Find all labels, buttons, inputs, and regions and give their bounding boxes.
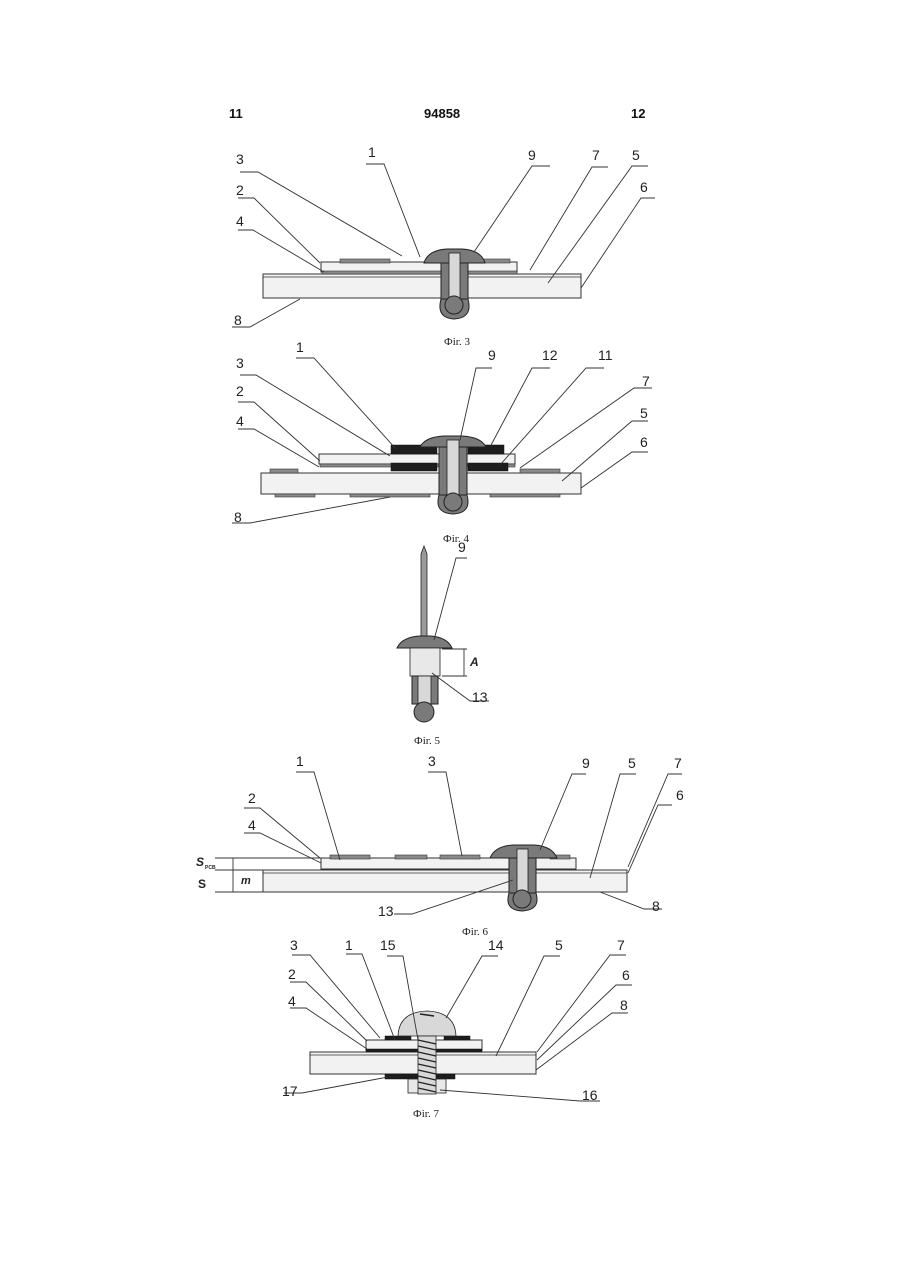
fig5-collar xyxy=(410,648,440,676)
fig7-label-3: 3 xyxy=(290,937,298,953)
fig4-label-8: 8 xyxy=(234,509,242,525)
fig6-label-s: S xyxy=(198,877,206,891)
fig6-label-4: 4 xyxy=(248,817,256,833)
fig3-pcb xyxy=(321,262,517,272)
fig3-label-5: 5 xyxy=(632,147,640,163)
fig7-label-2: 2 xyxy=(288,966,296,982)
fig5-caption: Фіг. 5 xyxy=(414,735,441,747)
fig7-washer-top-right xyxy=(444,1036,470,1040)
fig4-pcb xyxy=(319,454,515,464)
fig7-washer-top-left xyxy=(385,1036,411,1040)
fig6-label-pcb-subscript: PCB xyxy=(205,865,216,871)
fig4-insulator-bottom-right xyxy=(468,463,508,471)
fig7-label-4: 4 xyxy=(288,993,296,1009)
figure-3: 3 1 9 7 5 2 6 4 8 Фіг. 3 xyxy=(232,144,655,348)
fig5-label-A: A xyxy=(469,655,479,669)
fig3-label-9: 9 xyxy=(528,147,536,163)
fig7-label-17: 17 xyxy=(282,1083,298,1099)
fig6-label-8: 8 xyxy=(652,898,660,914)
fig3-caption: Фіг. 3 xyxy=(444,336,471,348)
figure-7: 3 1 15 14 5 7 2 6 4 8 17 16 Фіг. 7 xyxy=(282,937,632,1120)
fig7-label-6: 6 xyxy=(622,967,630,983)
fig4-label-9: 9 xyxy=(488,347,496,363)
fig6-label-5: 5 xyxy=(628,755,636,771)
fig4-label-11: 11 xyxy=(598,347,613,363)
fig5-label-9: 9 xyxy=(458,539,466,555)
fig6-label-m: m xyxy=(241,875,251,887)
fig6-label-6: 6 xyxy=(676,787,684,803)
fig6-pcb xyxy=(321,858,576,869)
figure-5: 9 A 13 Фіг. 5 xyxy=(397,539,489,747)
fig7-label-15: 15 xyxy=(380,937,396,953)
fig3-mandrel-ball xyxy=(445,296,463,314)
fig7-label-5: 5 xyxy=(555,937,563,953)
fig4-label-4: 4 xyxy=(236,413,244,429)
fig3-label-7: 7 xyxy=(592,147,600,163)
fig3-label-3: 3 xyxy=(236,151,244,167)
figure-4: 1 9 12 11 3 7 2 5 4 6 8 Фіг. 4 xyxy=(232,339,652,545)
fig7-label-1: 1 xyxy=(345,937,353,953)
fig6-label-9: 9 xyxy=(582,755,590,771)
fig7-label-16: 16 xyxy=(582,1087,598,1103)
fig6-label-13: 13 xyxy=(378,903,394,919)
fig7-caption: Фіг. 7 xyxy=(413,1108,440,1120)
fig4-label-5: 5 xyxy=(640,405,648,421)
fig7-label-7: 7 xyxy=(617,937,625,953)
fig3-label-2: 2 xyxy=(236,182,244,198)
fig3-label-1: 1 xyxy=(368,144,376,160)
fig3-label-4: 4 xyxy=(236,213,244,229)
fig3-label-6: 6 xyxy=(640,179,648,195)
fig7-label-8: 8 xyxy=(620,997,628,1013)
fig6-label-7: 7 xyxy=(674,755,682,771)
fig6-caption: Фіг. 6 xyxy=(462,926,489,938)
fig4-label-2: 2 xyxy=(236,383,244,399)
fig5-mandrel-ball xyxy=(414,702,434,722)
fig5-label-13: 13 xyxy=(472,689,488,705)
fig3-label-8: 8 xyxy=(234,312,242,328)
fig6-label-2: 2 xyxy=(248,790,256,806)
figure-6: 1 3 9 5 7 2 6 4 S PCB S m 13 8 Фіг. 6 xyxy=(196,753,684,938)
fig4-label-12: 12 xyxy=(542,347,558,363)
fig3-board xyxy=(263,274,581,298)
fig4-label-3: 3 xyxy=(236,355,244,371)
fig4-insulator-bottom-left xyxy=(391,463,437,471)
fig5-mandrel-stem xyxy=(421,546,427,641)
fig4-label-6: 6 xyxy=(640,434,648,450)
fig6-mandrel-ball xyxy=(513,890,531,908)
fig5-rivet-head xyxy=(397,636,452,648)
fig4-label-1: 1 xyxy=(296,339,304,355)
fig6-label-s-pcb: S xyxy=(196,855,204,869)
fig3-pad xyxy=(322,271,517,274)
fig4-board xyxy=(261,473,581,494)
fig7-label-14: 14 xyxy=(488,937,504,953)
fig4-label-7: 7 xyxy=(642,373,650,389)
fig6-label-3: 3 xyxy=(428,753,436,769)
fig6-label-1: 1 xyxy=(296,753,304,769)
fig4-mandrel-ball xyxy=(444,493,462,511)
